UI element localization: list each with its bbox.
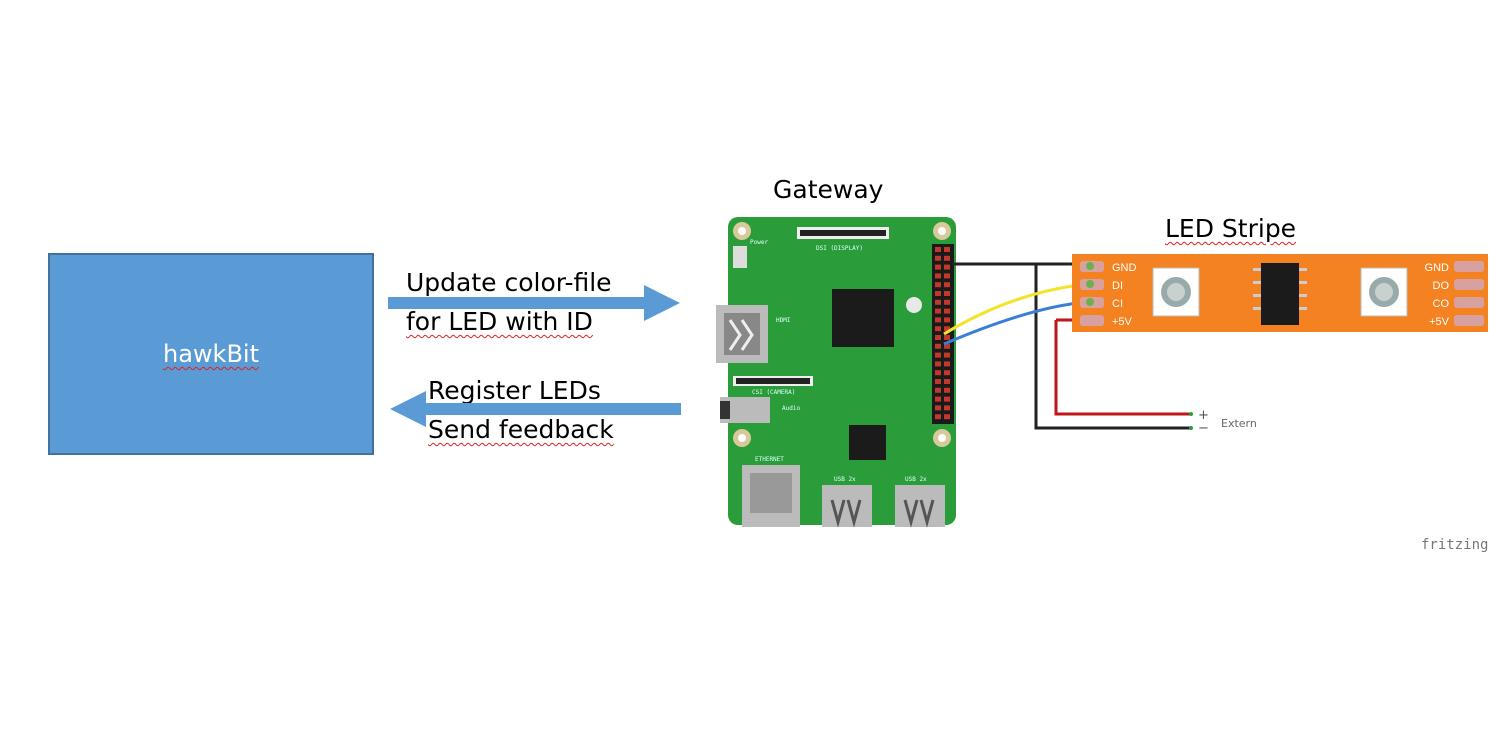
gpio-pin (935, 370, 941, 376)
gpio-pin (944, 264, 950, 270)
gpio-pin (935, 317, 941, 323)
led-stripe-title-text: LED Stripe (1165, 214, 1297, 243)
gpio-pin (935, 361, 941, 367)
gpio-header (935, 247, 950, 420)
gpio-pin (944, 361, 950, 367)
gpio-pin (944, 379, 950, 384)
gpio-pin (935, 299, 941, 305)
ethernet-label: ETHERNET (755, 456, 784, 463)
hawkbit-label: hawkBit (163, 340, 259, 368)
gpio-pin (944, 335, 950, 340)
register-label-line1: Register LEDs (428, 376, 601, 405)
gpio-pin (935, 255, 941, 261)
stripe-pins-right: GND DO CO +5V (1425, 262, 1450, 328)
gpio-pin (944, 370, 950, 376)
stripe-pins-left: GND DI CI +5V (1112, 262, 1137, 328)
gpio-pin (935, 308, 941, 314)
audio-label: Audio (782, 405, 800, 412)
stripe-pin-label: +5V (1429, 316, 1450, 328)
update-label-line2: for LED with ID (406, 304, 593, 340)
update-label-line1: Update color-file (406, 268, 612, 297)
led-stripe-title: LED Stripe (1165, 211, 1296, 247)
arrow-to-hawkbit (390, 391, 681, 427)
gpio-pin (944, 247, 950, 252)
gpio-pin (935, 247, 941, 252)
gpio-pin (935, 396, 941, 402)
gpio-pin (944, 405, 950, 411)
minus-label: − (1198, 421, 1209, 436)
gpio-pin (935, 326, 941, 332)
hawkbit-box: hawkBit (48, 253, 374, 455)
stripe-pin-label: DO (1433, 280, 1450, 292)
extern-power: + − Extern (1189, 408, 1257, 436)
gpio-pin (944, 255, 950, 261)
raspberry-pi-board: DSI (DISPLAY) CSI (CAMERA) ETHERNET USB … (716, 217, 956, 528)
gpio-pin (944, 326, 950, 332)
gpio-pin (944, 273, 950, 279)
gpio-pin (944, 299, 950, 305)
gpio-pin (935, 282, 941, 288)
gpio-pin (944, 308, 950, 314)
gateway-title: Gateway (773, 175, 884, 204)
gpio-pin (944, 282, 950, 288)
register-label-line2: Send feedback (428, 412, 614, 448)
gpio-pin (944, 291, 950, 296)
gpio-pin (944, 396, 950, 402)
gpio-pin (944, 352, 950, 358)
stripe-pin-label: CO (1433, 298, 1450, 310)
stripe-pin-label: DI (1112, 280, 1123, 292)
dsi-label: DSI (DISPLAY) (816, 245, 863, 252)
gpio-pin (935, 264, 941, 270)
gpio-pin (935, 405, 941, 411)
led-stripe: GND DI CI +5V GND DO CO +5V (1072, 254, 1488, 332)
power-label: Power (750, 239, 768, 246)
arrow-to-gateway (388, 285, 680, 321)
fritzing-watermark: fritzing (1421, 537, 1488, 553)
gpio-pin (935, 352, 941, 358)
wires (943, 262, 1190, 430)
hdmi-label: HDMI (776, 317, 791, 324)
gpio-pin (935, 291, 941, 296)
plus-label: + (1198, 408, 1209, 423)
gpio-pin (935, 379, 941, 384)
gpio-pin (935, 273, 941, 279)
stripe-pin-label: +5V (1112, 316, 1133, 328)
gpio-pin (935, 387, 941, 393)
stripe-pin-label: GND (1112, 262, 1137, 274)
gpio-pin (944, 414, 950, 420)
stripe-pin-label: CI (1112, 298, 1123, 310)
usb1-label: USB 2x (834, 476, 856, 483)
gpio-pin (944, 317, 950, 323)
gpio-pin (935, 343, 941, 349)
extern-label: Extern (1221, 417, 1257, 430)
usb2-label: USB 2x (905, 476, 927, 483)
gpio-pin (944, 343, 950, 349)
gpio-pin (935, 414, 941, 420)
register-label-line2-text: Send feedback (428, 415, 614, 444)
gpio-pin (935, 335, 941, 340)
gpio-pin (944, 387, 950, 393)
stripe-pin-label: GND (1425, 262, 1450, 274)
update-label-line2-text: for LED with ID (406, 307, 593, 336)
csi-label: CSI (CAMERA) (752, 389, 795, 396)
